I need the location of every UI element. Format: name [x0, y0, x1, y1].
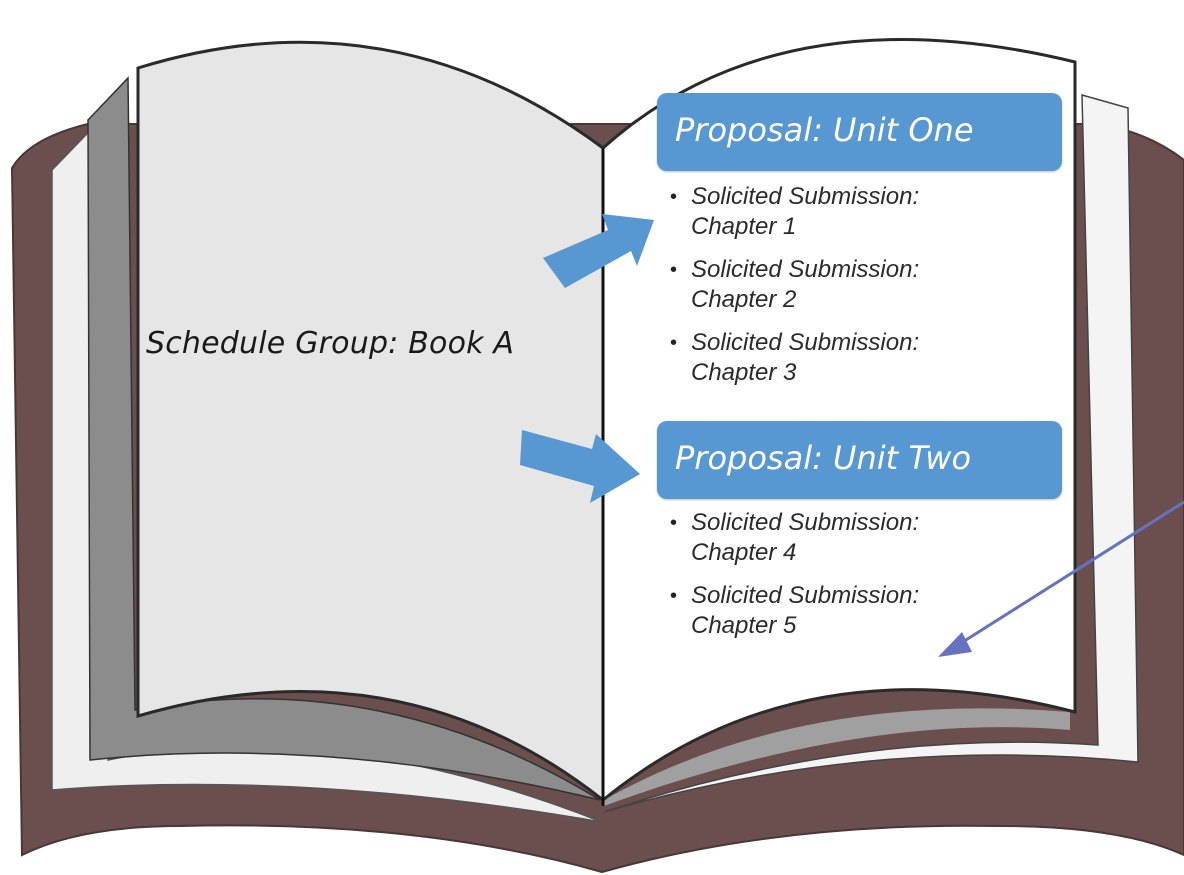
arrow-to-unit-one	[543, 214, 654, 288]
arrow-to-unit-two	[520, 430, 640, 503]
submission-title: Solicited Submission:	[691, 183, 920, 210]
left-page-stack-shadow	[87, 76, 601, 801]
list-item: Solicited Submission: Chapter 4	[668, 508, 1058, 568]
schedule-group-label: Schedule Group: Book A	[146, 326, 515, 361]
submission-title: Solicited Submission:	[691, 256, 920, 283]
right-page-stack	[603, 94, 1139, 813]
list-item: Solicited Submission: Chapter 5	[668, 581, 1058, 641]
proposal-unit-two-header: Proposal: Unit Two	[657, 421, 1062, 499]
proposal-unit-one-header: Proposal: Unit One	[657, 93, 1062, 171]
unit-one-submission-list: Solicited Submission: Chapter 1 Solicite…	[668, 182, 1058, 401]
list-item: Solicited Submission: Chapter 1	[668, 182, 1058, 242]
submission-title: Solicited Submission:	[691, 509, 920, 536]
submission-title: Solicited Submission:	[691, 582, 920, 609]
submission-chapter: Chapter 5	[691, 612, 797, 639]
list-item: Solicited Submission: Chapter 2	[668, 255, 1058, 315]
list-item: Solicited Submission: Chapter 3	[668, 328, 1058, 388]
left-page	[136, 40, 605, 804]
unit-two-submission-list: Solicited Submission: Chapter 4 Solicite…	[668, 508, 1058, 654]
submission-title: Solicited Submission:	[691, 329, 920, 356]
submission-chapter: Chapter 3	[691, 359, 797, 386]
submission-chapter: Chapter 2	[691, 286, 797, 313]
submission-chapter: Chapter 1	[691, 213, 797, 240]
submission-chapter: Chapter 4	[691, 539, 797, 566]
right-page-shadow	[604, 708, 1070, 806]
